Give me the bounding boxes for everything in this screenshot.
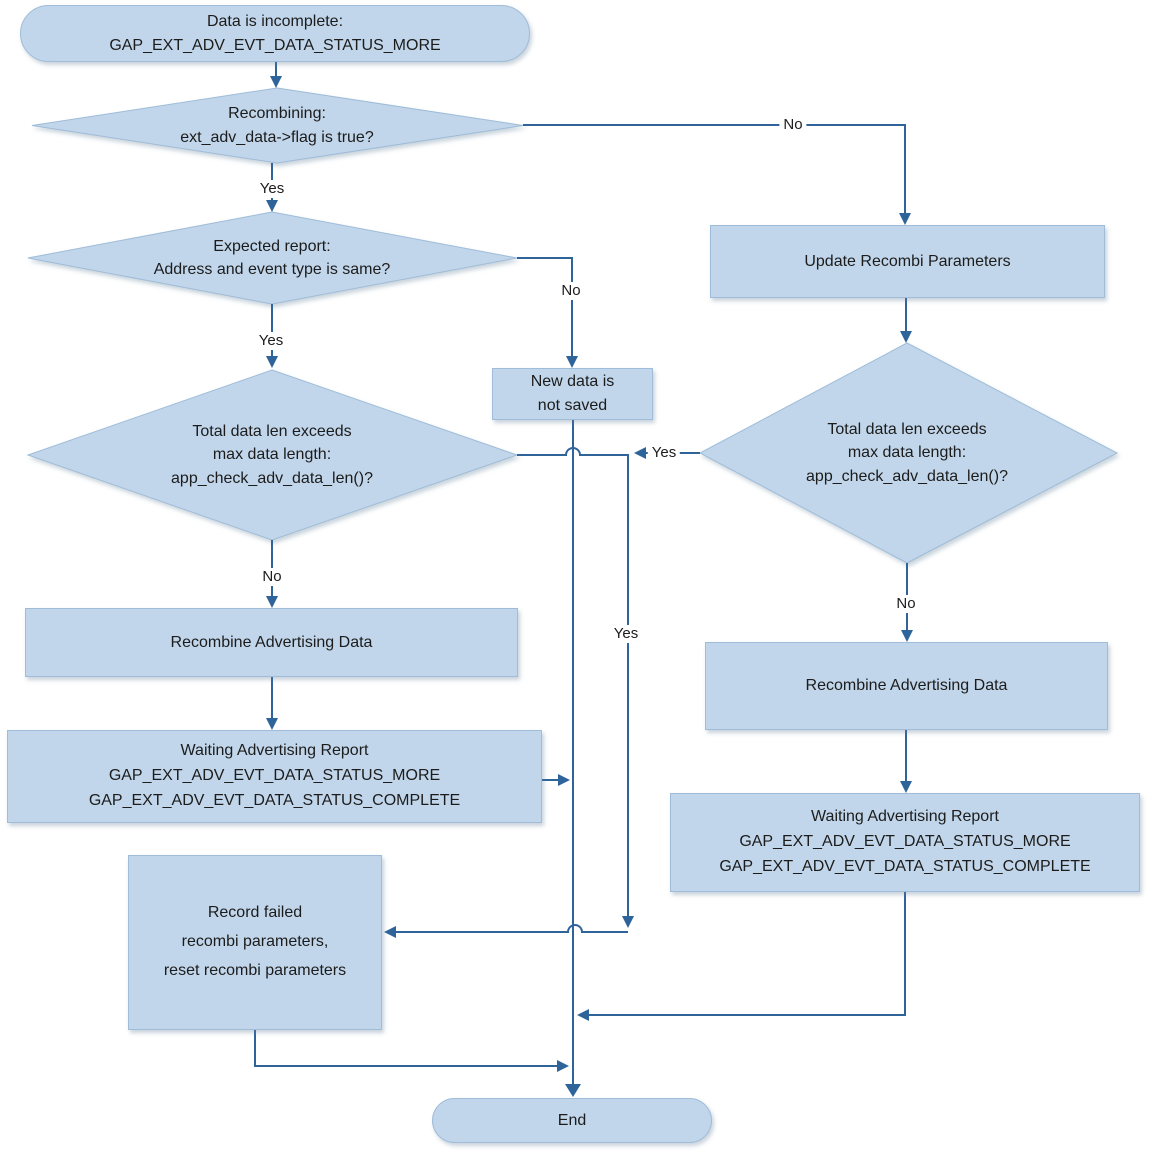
edge-label-expected-no: No [557,282,585,300]
decision-recombining-text: Recombining: ext_adv_data->flag is true? [180,105,374,146]
edge-label-len-left-yes: Yes [609,625,643,643]
start-terminator: Data is incomplete: GAP_EXT_ADV_EVT_DATA… [20,5,530,62]
record-failed-label: Record failed recombi parameters, reset … [163,904,347,979]
process-record-failed-recombi: Record failed recombi parameters, reset … [128,855,382,1030]
edge-label-len-right-no: No [892,595,920,613]
update-recombi-label: Update Recombi Parameters [804,252,1011,270]
waiting-left-label: Waiting Advertising Report GAP_EXT_ADV_E… [88,742,461,809]
decision-recombining-shape [31,87,524,164]
edge-label-recombining-no: No [779,116,807,134]
recombine-right-label: Recombine Advertising Data [805,677,1008,694]
process-update-recombi-parameters: Update Recombi Parameters [710,225,1105,298]
recombine-left-label: Recombine Advertising Data [170,633,373,651]
end-terminator: End [432,1098,712,1143]
decision-data-len-left-text: Total data len exceeds max data length: … [171,423,373,487]
process-new-data-not-saved: New data is not saved [492,368,653,420]
edge-label-len-right-yes: Yes [647,444,681,462]
decision-expected-report-text: Expected report: Address and event type … [153,237,391,278]
waiting-right-label: Waiting Advertising Report GAP_EXT_ADV_E… [719,808,1091,875]
edge-label-recombining-yes: Yes [255,180,289,198]
edge-label-expected-yes: Yes [254,332,288,350]
process-recombine-advertising-data-left: Recombine Advertising Data [25,608,518,677]
process-recombine-advertising-data-right: Recombine Advertising Data [705,642,1108,730]
edge-label-len-left-no: No [258,568,286,586]
not-saved-label: New data is not saved [530,373,615,414]
decision-data-len-right-text: Total data len exceeds max data length: … [806,421,1008,485]
process-waiting-advertising-report-right: Waiting Advertising Report GAP_EXT_ADV_E… [670,793,1140,892]
start-label: Data is incomplete: GAP_EXT_ADV_EVT_DATA… [109,12,441,54]
process-waiting-advertising-report-left: Waiting Advertising Report GAP_EXT_ADV_E… [7,730,542,823]
end-label: End [557,1111,587,1129]
